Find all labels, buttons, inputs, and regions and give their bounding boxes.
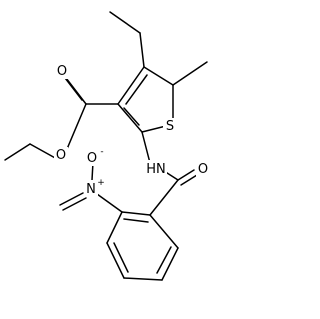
bond-c4-ethyl-ch2 xyxy=(139,32,145,68)
bond-benz-c4-c5 xyxy=(123,277,163,281)
bond-s-c2 xyxy=(141,125,167,133)
label-o-carbonyl-ester: O xyxy=(57,64,67,79)
bond-benz-c6-c1 xyxy=(149,214,179,249)
bond-c4-c5 xyxy=(143,66,174,86)
bond-carbonyl-aryl xyxy=(149,179,179,216)
bond-ethyl-ch2-o xyxy=(29,143,58,160)
label-s-thiophene: S xyxy=(166,119,174,134)
bond-c2-n xyxy=(141,131,151,164)
atom-o-ester: O xyxy=(54,147,68,163)
atom-s-thiophene: S xyxy=(163,118,177,134)
bond-c2-c3 xyxy=(117,103,143,133)
atom-o-amide: O xyxy=(196,161,210,177)
bond-o-carbonyl xyxy=(66,103,87,150)
bond-benz-c5-c6-inner xyxy=(156,246,172,274)
bond-benz-c1-c2 xyxy=(121,211,151,216)
label-o-ester: O xyxy=(56,148,66,163)
bond-nitro-n-o-left xyxy=(62,197,87,211)
bond-benz-c3-c4-inner xyxy=(113,242,129,273)
bond-benz-c5-c6 xyxy=(161,247,179,281)
bond-benz-c1-c2-inner xyxy=(123,218,149,223)
label-nh-amide: HN xyxy=(146,162,166,177)
bond-amide-carbonyl-o-2 xyxy=(180,174,198,186)
bond-benz-nitro-n xyxy=(96,193,123,213)
bond-c3-c4 xyxy=(117,66,145,105)
bond-ethyl-ch2-ch3 xyxy=(109,11,141,34)
bond-benz-c2-c3 xyxy=(106,211,123,244)
label-o-nitro: O xyxy=(87,151,97,166)
atom-nh-amide: HN xyxy=(145,160,167,177)
label-n-nitro: N xyxy=(86,182,96,197)
label-minus-charge: - xyxy=(100,147,103,157)
bond-ethyl-ch3-ch2 xyxy=(4,143,31,161)
atom-o-carbonyl-ester: O xyxy=(56,63,70,79)
label-plus-charge: + xyxy=(97,178,105,188)
bond-c5-methyl xyxy=(172,61,208,86)
bond-nitro-n-o-left-2 xyxy=(59,192,84,206)
atom-n-nitro: N + xyxy=(84,178,105,197)
bond-amide-carbonyl-o-1 xyxy=(177,169,195,181)
bond-benz-c3-c4 xyxy=(106,242,125,279)
molecule-structure: O O S HN O N + O - xyxy=(4,11,210,281)
atom-o-nitro: O - xyxy=(84,147,104,166)
bond-c2-c3-inner xyxy=(123,107,140,126)
bond-c3-c4-inner xyxy=(125,74,148,105)
label-o-amide: O xyxy=(198,162,208,177)
